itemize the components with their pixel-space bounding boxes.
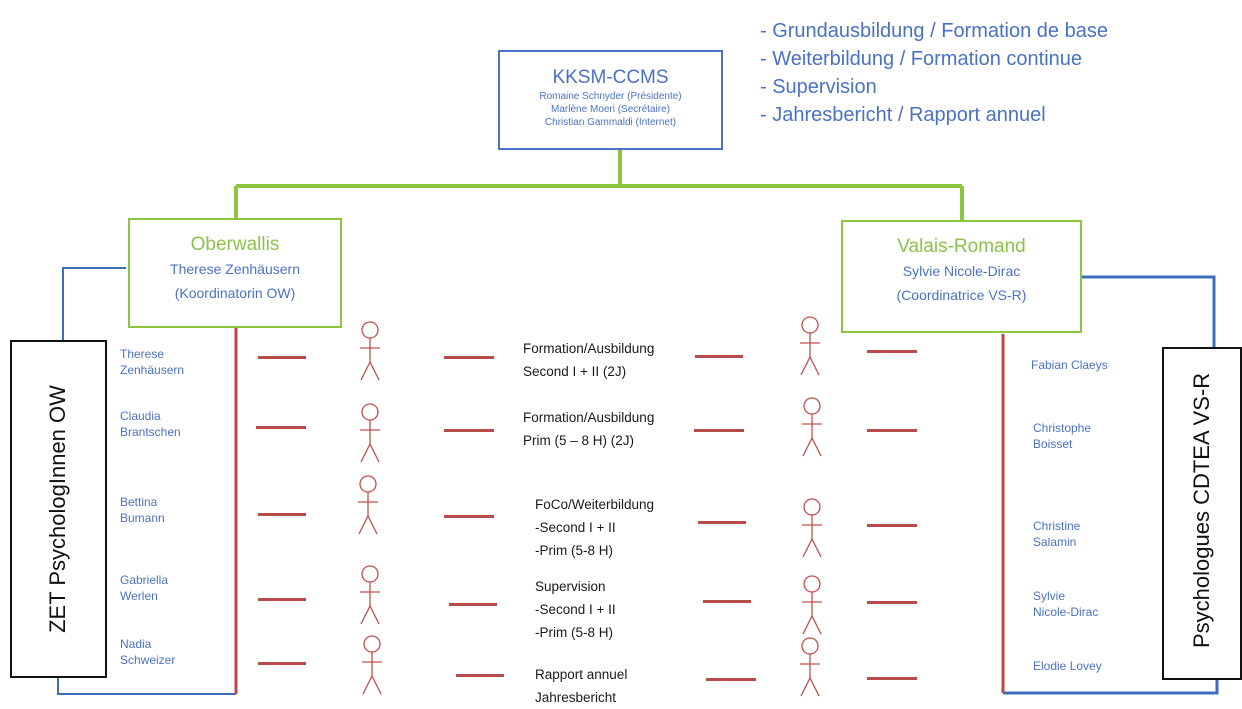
oberwallis-role: (Koordinatorin OW) (174, 285, 296, 301)
topic-item: - Jahresbericht / Rapport annuel (760, 104, 1046, 126)
left-group-box (10, 340, 107, 678)
red-dash (867, 601, 917, 604)
person-icon (360, 565, 380, 625)
kksm-title: KKSM-CCMS (552, 67, 669, 88)
person-icon (360, 403, 380, 463)
kksm-box: KKSM-CCMS Romaine Schnyder (Présidente) … (498, 50, 723, 150)
person-icon (802, 397, 822, 457)
red-dash (456, 674, 504, 677)
topic-item: - Supervision (760, 76, 877, 98)
right-member: Fabian Claeys (1031, 358, 1108, 372)
red-dash (444, 429, 494, 432)
red-dash (703, 600, 751, 603)
topics-list: - Grundausbildung / Formation de base - … (760, 17, 1108, 129)
valais-romand-title: Valais-Romand (897, 236, 1026, 257)
person-icon (802, 575, 822, 635)
right-group-label: Psychologues CDTEA VS-R (1189, 372, 1214, 648)
red-dash (867, 350, 917, 353)
red-dash (444, 356, 494, 359)
red-dash (256, 426, 306, 429)
red-dash (706, 678, 756, 681)
person-icon (362, 635, 382, 695)
valais-romand-role: (Coordinatrice VS-R) (896, 287, 1027, 303)
red-dash (867, 677, 917, 680)
red-dash (867, 524, 917, 527)
kksm-member: Christian Gammaldi (Internet) (544, 117, 677, 128)
red-dash (867, 429, 917, 432)
topic-item: - Weiterbildung / Formation continue (760, 48, 1083, 70)
oberwallis-coordinator: Therese Zenhäusern (170, 261, 300, 277)
topic-item: - Grundausbildung / Formation de base (760, 20, 1108, 42)
activity-label: FoCo/Weiterbildung-Second I + II-Prim (5… (535, 497, 655, 558)
red-dash (698, 521, 746, 524)
person-icon (802, 498, 822, 558)
right-member: Elodie Lovey (1033, 659, 1102, 673)
red-dash (258, 662, 306, 665)
red-dash (444, 515, 494, 518)
valais-romand-box: Valais-Romand Sylvie Nicole-Dirac (Coord… (841, 220, 1082, 333)
kksm-member: Marlène Moeri (Secrétaire) (551, 104, 670, 115)
red-dash (694, 429, 744, 432)
right-group-box (1162, 347, 1242, 680)
person-icon (800, 316, 820, 376)
oberwallis-title: Oberwallis (190, 234, 280, 255)
person-icon (360, 321, 380, 381)
red-dash (449, 603, 497, 606)
valais-romand-coordinator: Sylvie Nicole-Dirac (902, 263, 1021, 279)
person-icon (800, 637, 820, 697)
red-dash (695, 355, 743, 358)
red-dash (258, 356, 306, 359)
red-dash (258, 598, 306, 601)
person-icon (358, 475, 378, 535)
kksm-member: Romaine Schnyder (Présidente) (539, 91, 682, 102)
oberwallis-box: Oberwallis Therese Zenhäusern (Koordinat… (128, 218, 342, 328)
red-dash (258, 513, 306, 516)
activity-label: Supervision-Second I + II-Prim (5-8 H) (535, 579, 616, 640)
left-group-label: ZET PsychologInnen OW (45, 385, 70, 633)
